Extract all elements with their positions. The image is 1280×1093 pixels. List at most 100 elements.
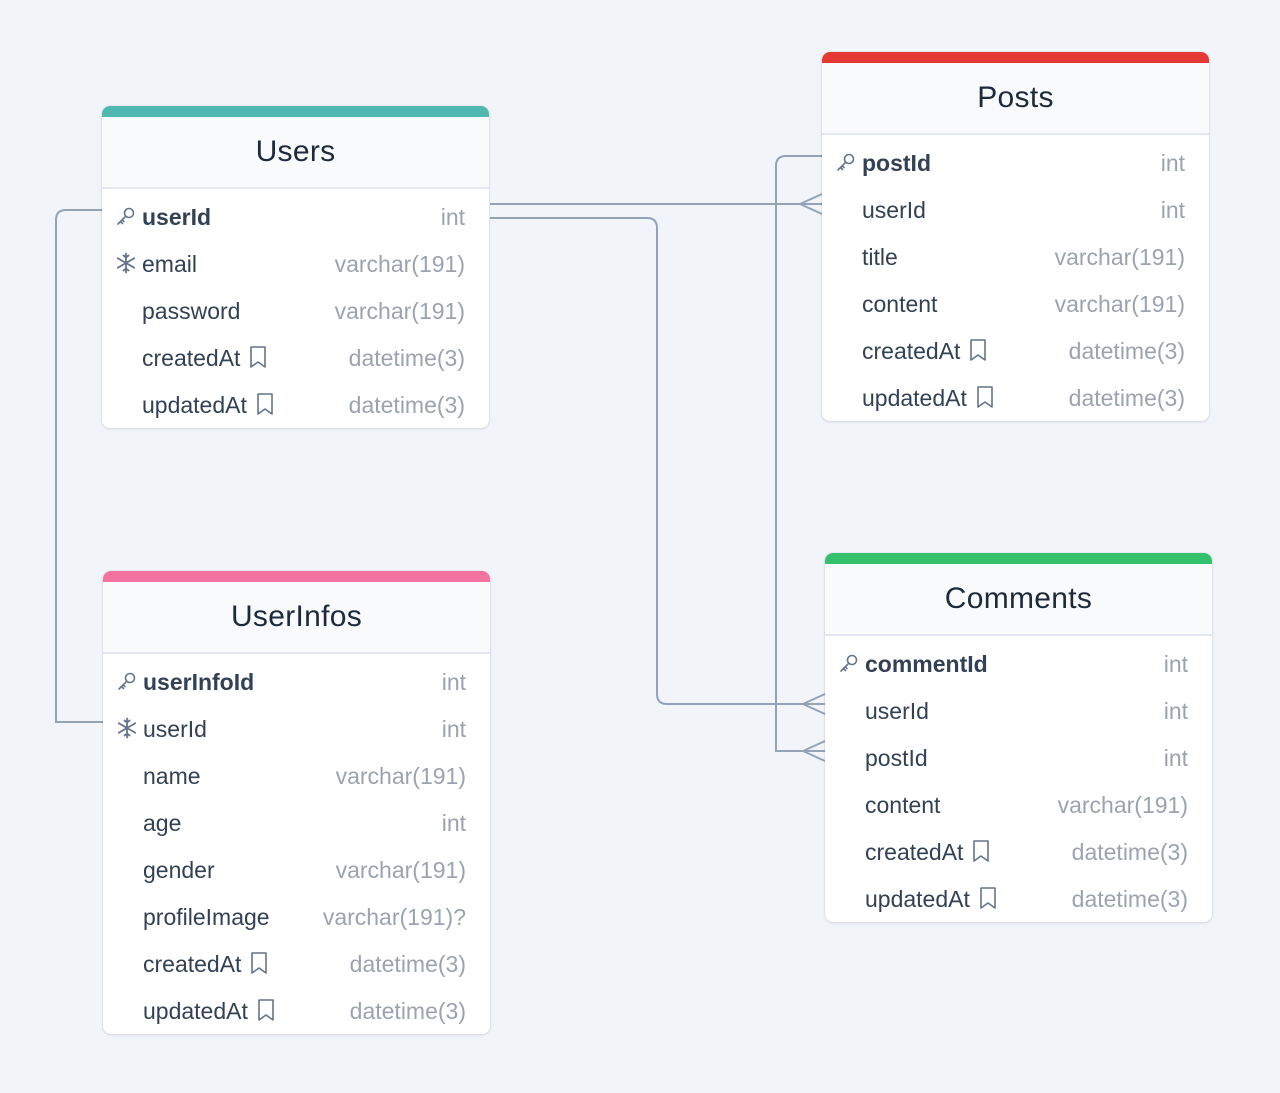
field-name: gender	[143, 857, 215, 884]
table-title[interactable]: UserInfos	[103, 582, 490, 654]
field-name-text: postId	[865, 745, 928, 771]
bookmark-icon	[968, 338, 988, 368]
field-row-profileimage[interactable]: profileImage varchar(191)?	[103, 893, 490, 940]
bookmark-icon	[978, 886, 998, 916]
field-name-text: title	[862, 244, 898, 270]
field-row-updatedat[interactable]: updatedAt datetime(3)	[822, 374, 1209, 421]
relation-users-comments[interactable]	[490, 217, 825, 705]
field-name-text: updatedAt	[862, 385, 967, 411]
field-name: updatedAt	[862, 385, 995, 415]
field-name: updatedAt	[142, 392, 275, 422]
field-type: int	[440, 204, 465, 230]
field-type: datetime(3)	[348, 392, 465, 418]
field-name: postId	[862, 150, 931, 177]
field-name: userId	[865, 698, 929, 725]
table-accent-bar	[102, 106, 489, 117]
field-row-updatedat[interactable]: updatedAt datetime(3)	[102, 381, 489, 428]
field-name: age	[143, 810, 181, 837]
field-name-text: profileImage	[143, 904, 270, 930]
field-row-title[interactable]: title varchar(191)	[822, 233, 1209, 280]
bookmark-icon	[255, 392, 275, 422]
table-title[interactable]: Users	[102, 117, 489, 189]
field-name-text: email	[142, 251, 197, 277]
field-name: title	[862, 244, 898, 271]
bookmark-icon	[975, 385, 995, 415]
field-name-text: gender	[143, 857, 215, 883]
field-row-age[interactable]: age int	[103, 799, 490, 846]
field-type: varchar(191)	[334, 298, 465, 324]
bookmark-icon	[249, 951, 269, 981]
field-type: varchar(191)	[1057, 792, 1188, 818]
field-type: datetime(3)	[1068, 385, 1185, 411]
key-icon	[115, 669, 139, 693]
table-accent-bar	[825, 553, 1212, 564]
table-title[interactable]: Posts	[822, 63, 1209, 135]
field-type: int	[441, 669, 466, 695]
field-row-createdat[interactable]: createdAt datetime(3)	[825, 828, 1212, 875]
field-name: userId	[143, 716, 207, 743]
field-name-text: userId	[862, 197, 926, 223]
field-row-userinfoid[interactable]: userInfoId int	[103, 658, 490, 705]
field-name: name	[143, 763, 201, 790]
field-name: content	[862, 291, 937, 318]
field-row-password[interactable]: password varchar(191)	[102, 287, 489, 334]
field-name-text: name	[143, 763, 201, 789]
field-name: createdAt	[862, 338, 988, 368]
field-type: int	[1160, 197, 1185, 223]
field-row-userid[interactable]: userId int	[822, 186, 1209, 233]
bookmark-icon	[971, 839, 991, 869]
crowfoot-comments-userid	[802, 693, 826, 715]
key-icon	[837, 651, 861, 675]
relation-posts-comments[interactable]	[775, 155, 825, 752]
field-type: varchar(191)	[1054, 244, 1185, 270]
field-name: userInfoId	[143, 669, 254, 696]
field-name: profileImage	[143, 904, 270, 931]
field-name-text: content	[865, 792, 941, 818]
relation-users-userinfos[interactable]	[55, 209, 103, 723]
bookmark-icon	[256, 998, 276, 1028]
field-name-text: updatedAt	[865, 886, 970, 912]
field-name-text: content	[862, 291, 938, 317]
field-name-text: createdAt	[865, 839, 964, 865]
field-type: datetime(3)	[1071, 839, 1188, 865]
field-row-postid[interactable]: postId int	[825, 734, 1212, 781]
snowflake-icon	[114, 251, 138, 275]
field-row-userid[interactable]: userId int	[103, 705, 490, 752]
field-name: password	[142, 298, 240, 325]
table-title[interactable]: Comments	[825, 564, 1212, 636]
field-type: datetime(3)	[348, 345, 465, 371]
field-type: int	[1163, 745, 1188, 771]
key-icon	[834, 150, 858, 174]
bookmark-icon	[248, 345, 268, 375]
field-name: createdAt	[865, 839, 991, 869]
field-name: postId	[865, 745, 928, 772]
field-type: varchar(191)	[334, 251, 465, 277]
crowfoot-comments-postid	[802, 740, 826, 762]
field-type: int	[441, 716, 466, 742]
field-type: int	[441, 810, 466, 836]
field-row-content[interactable]: content varchar(191)	[825, 781, 1212, 828]
field-name: updatedAt	[865, 886, 998, 916]
field-name: userId	[862, 197, 926, 224]
field-row-email[interactable]: email varchar(191)	[102, 240, 489, 287]
field-type: varchar(191)?	[322, 904, 466, 930]
field-name-text: userInfoId	[143, 669, 255, 695]
